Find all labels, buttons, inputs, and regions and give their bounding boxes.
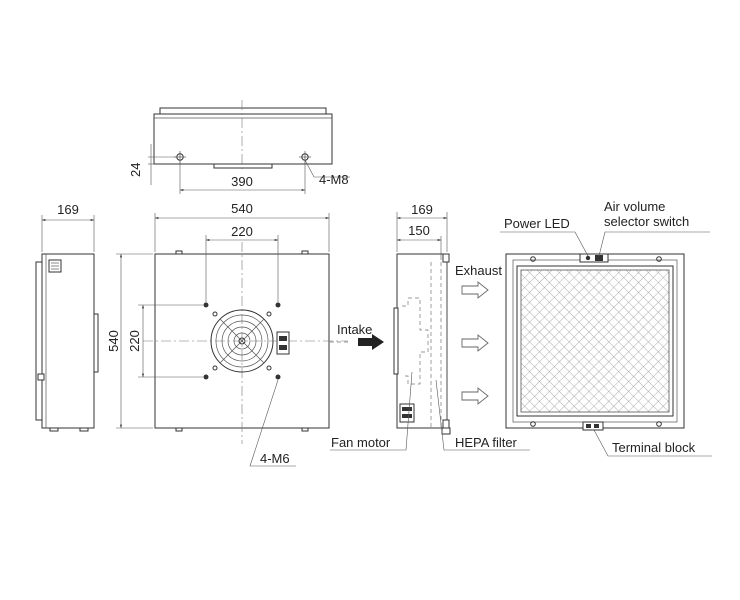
top-view-screw-label: 4-M8 bbox=[319, 172, 349, 187]
fan-motor-label: Fan motor bbox=[331, 435, 391, 450]
terminal-block-label: Terminal block bbox=[612, 440, 696, 455]
air-volume-label-line2: selector switch bbox=[604, 214, 689, 229]
front-view-hole-pitch-x-dimension: 220 bbox=[231, 224, 253, 239]
section-view-depth-outer-dimension: 169 bbox=[411, 202, 433, 217]
front-view-hole-pitch-y-dimension: 220 bbox=[127, 330, 142, 352]
intake-label: Intake bbox=[337, 322, 372, 337]
power-led-label: Power LED bbox=[504, 216, 570, 231]
hepa-filter-label: HEPA filter bbox=[455, 435, 518, 450]
top-view-fan-lip bbox=[213, 163, 273, 169]
exhaust-label: Exhaust bbox=[455, 263, 502, 278]
rear-view: Power LED Air volume selector switch Ter… bbox=[500, 199, 712, 457]
front-view-height-dimension: 540 bbox=[106, 330, 121, 352]
fan-motor-outline bbox=[402, 297, 429, 385]
rear-view-control-panel bbox=[579, 253, 609, 263]
terminal-block bbox=[582, 421, 604, 431]
air-volume-selector-switch bbox=[595, 255, 603, 261]
side-view-flange bbox=[35, 261, 43, 421]
power-led bbox=[585, 255, 591, 261]
side-view-fan-lip bbox=[93, 313, 99, 373]
outline-arrow-icon bbox=[461, 334, 489, 352]
front-view-screw-label: 4-M6 bbox=[260, 451, 290, 466]
side-view-body bbox=[41, 253, 95, 429]
intake: Intake bbox=[330, 322, 384, 350]
fan-grille-icon bbox=[210, 309, 274, 373]
section-view-terminal-box bbox=[399, 403, 415, 423]
section-view-body bbox=[396, 253, 448, 429]
solid-arrow-icon bbox=[358, 334, 384, 350]
air-volume-label-line1: Air volume bbox=[604, 199, 665, 214]
mount-hole-top-right bbox=[275, 302, 281, 308]
mount-hole-bottom-left bbox=[203, 374, 209, 380]
top-view-height-dimension: 24 bbox=[128, 163, 143, 177]
rear-view-corner-clips bbox=[530, 256, 662, 427]
front-view-width-dimension: 540 bbox=[231, 201, 253, 216]
mount-hole-bottom-right bbox=[275, 374, 281, 380]
section-view-depth-inner-dimension: 150 bbox=[408, 223, 430, 238]
top-view-hole-pitch-dimension: 390 bbox=[231, 174, 253, 189]
outline-arrow-icon bbox=[461, 387, 489, 405]
section-view: 169 150 Fan motor HEPA filter bbox=[330, 202, 530, 451]
front-view-electrical-box bbox=[276, 331, 290, 355]
exhaust: Exhaust bbox=[455, 263, 502, 405]
top-view: 24 390 4-M8 bbox=[128, 100, 350, 194]
side-view: 169 bbox=[35, 202, 99, 432]
hepa-filter-mesh bbox=[520, 269, 670, 413]
mount-hole-top-left bbox=[203, 302, 209, 308]
front-view: 540 220 540 220 4-M6 bbox=[106, 201, 348, 467]
side-view-depth-dimension: 169 bbox=[57, 202, 79, 217]
outline-arrow-icon bbox=[461, 281, 489, 299]
